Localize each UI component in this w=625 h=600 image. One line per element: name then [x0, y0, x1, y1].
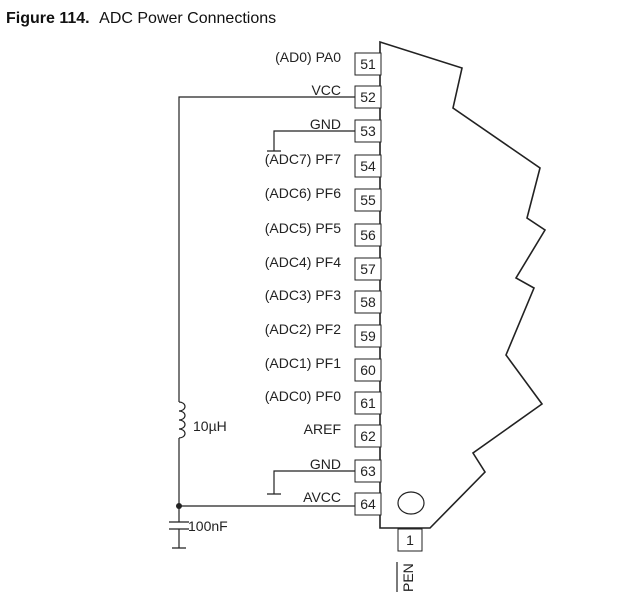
- pin-box-57: [354, 257, 382, 281]
- capacitor-label: 100nF: [188, 518, 228, 534]
- pin-label-57: (ADC4) PF4: [265, 254, 341, 270]
- pin-label-58: (ADC3) PF3: [265, 287, 341, 303]
- pin-label-53: GND: [310, 116, 341, 132]
- pin-box-53: [354, 119, 382, 143]
- pin-box-52: [354, 85, 382, 109]
- pin-box-1: [397, 528, 423, 552]
- pin-label-56: (ADC5) PF5: [265, 220, 341, 236]
- pin-label-52: VCC: [311, 82, 341, 98]
- pin-number-61: 61: [360, 395, 376, 411]
- inductor-label: 10µH: [193, 418, 227, 434]
- pin-label-54: (ADC7) PF7: [265, 151, 341, 167]
- pin-number-52: 52: [360, 89, 376, 105]
- pin-number-57: 57: [360, 261, 376, 277]
- pin-box-62: [354, 424, 382, 448]
- gnd-63-wire: [267, 470, 355, 495]
- pin-number-53: 53: [360, 123, 376, 139]
- pin-box-60: [354, 358, 382, 382]
- pin-number-63: 63: [360, 463, 376, 479]
- pin-label-61: (ADC0) PF0: [265, 388, 341, 404]
- pin-number-1: 1: [406, 532, 414, 548]
- pin-box-63: [354, 459, 382, 483]
- pin-box-51: [354, 52, 382, 76]
- pin-number-62: 62: [360, 428, 376, 444]
- pin-box-56: [354, 223, 382, 247]
- pin-label-60: (ADC1) PF1: [265, 355, 341, 371]
- pin-label-59: (ADC2) PF2: [265, 321, 341, 337]
- pin-number-54: 54: [360, 158, 376, 174]
- pin-box-58: [354, 290, 382, 314]
- pin1-marker-circle: [397, 491, 425, 515]
- pin-box-54: [354, 154, 382, 178]
- pin-number-60: 60: [360, 362, 376, 378]
- pin-label-62: AREF: [304, 421, 341, 437]
- pin-label-63: GND: [310, 456, 341, 472]
- pin-number-55: 55: [360, 192, 376, 208]
- pin-box-55: [354, 188, 382, 212]
- figure-title: ADC Power Connections: [99, 10, 277, 27]
- pin-label-55: (ADC6) PF6: [265, 185, 341, 201]
- ic-body: [379, 40, 547, 529]
- pin-number-58: 58: [360, 294, 376, 310]
- pin-label-51: (AD0) PA0: [275, 49, 341, 65]
- pin-box-61: [354, 391, 382, 415]
- figure-caption: Figure 114. ADC Power Connections: [6, 10, 276, 28]
- pin-label-64: AVCC: [303, 489, 341, 505]
- figure-number: Figure 114.: [6, 10, 90, 27]
- capacitor-symbol: [169, 506, 189, 549]
- vcc-wire: [178, 96, 355, 402]
- pin-number-64: 64: [360, 496, 376, 512]
- pin-box-59: [354, 324, 382, 348]
- pin-number-59: 59: [360, 328, 376, 344]
- inductor-symbol: [178, 401, 186, 439]
- pin-number-51: 51: [360, 56, 376, 72]
- gnd-53-wire: [267, 130, 355, 152]
- pen-label: PEN: [400, 563, 416, 592]
- pin-box-64: [354, 492, 382, 516]
- pin-number-56: 56: [360, 227, 376, 243]
